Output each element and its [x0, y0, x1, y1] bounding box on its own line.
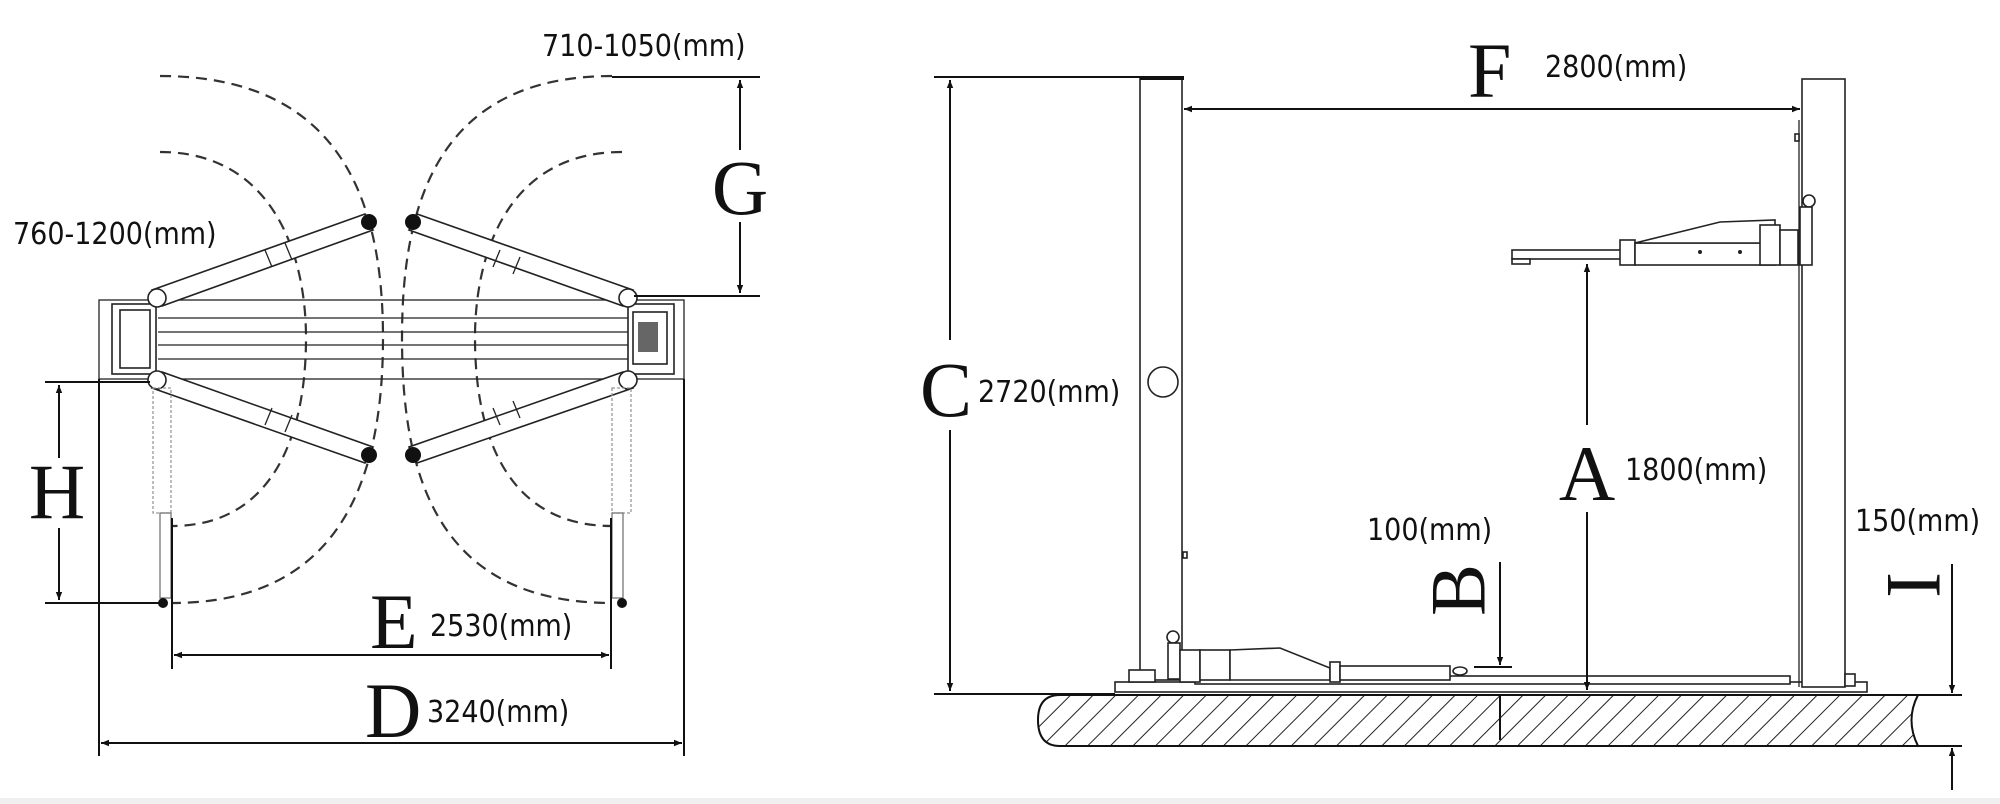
- lower-lift-arm: [1166, 630, 1468, 683]
- left-carriage: [119, 309, 151, 369]
- lift-arm-bottom-left: [147, 370, 377, 464]
- dimension-letter-I: I: [1870, 572, 1957, 598]
- lift-arm-bottom-right: [405, 370, 638, 464]
- dimension-letter-G: G: [712, 144, 768, 231]
- dimension-I-value: 150(mm): [1855, 504, 1980, 539]
- side-view: C 2720(mm) F 2800(mm) A 1800(mm) B 100(m…: [920, 27, 1980, 790]
- arm-swing-arc-inner-left: [159, 150, 308, 528]
- column-hole: [1147, 366, 1179, 398]
- arm-swing-arc-outer-left: [159, 74, 385, 605]
- dimension-letter-B: B: [1415, 564, 1502, 616]
- extended-arm-left: [152, 387, 172, 608]
- upper-lift-arm: [1511, 194, 1816, 266]
- dimension-B-value: 100(mm): [1367, 513, 1492, 548]
- dimension-I: I 150(mm): [1855, 504, 1980, 790]
- dimension-A: A 1800(mm): [1559, 264, 1767, 690]
- right-column: [1794, 78, 1856, 688]
- lift-arm-top-left: [147, 213, 377, 308]
- dimension-letter-H: H: [29, 448, 85, 535]
- cross-beams: [158, 317, 628, 360]
- dimension-E-value: 2530(mm): [430, 609, 572, 644]
- dimension-F: F 2800(mm): [1184, 27, 1800, 114]
- left-column: [1128, 76, 1188, 683]
- arm-swing-arc-outer-right: [400, 74, 613, 605]
- dimension-letter-E: E: [370, 578, 418, 665]
- dimension-letter-F: F: [1468, 27, 1511, 114]
- base-frame: [98, 299, 685, 380]
- arm-reach-short-label: 760-1200(mm): [13, 217, 217, 252]
- arm-reach-long-label: 710-1050(mm): [542, 29, 746, 64]
- dimension-H: H: [29, 381, 160, 604]
- dimension-D-value: 3240(mm): [427, 695, 569, 730]
- dimension-C-value: 2720(mm): [978, 375, 1120, 410]
- dimension-D: D 3240(mm): [98, 379, 685, 756]
- dimension-letter-C: C: [920, 346, 972, 433]
- bottom-border: [0, 798, 2000, 804]
- arm-swing-arc-inner-right: [473, 150, 623, 528]
- dimension-E: E 2530(mm): [171, 518, 612, 669]
- power-unit-detail: [638, 322, 658, 352]
- dimension-letter-A: A: [1559, 430, 1615, 517]
- top-view: G 710-1050(mm) 760-1200(mm) H E 2530(mm)…: [13, 29, 768, 756]
- extended-arm-right: [611, 387, 632, 608]
- dimension-A-value: 1800(mm): [1625, 453, 1767, 488]
- lift-arm-top-right: [405, 213, 638, 308]
- dimension-F-value: 2800(mm): [1545, 50, 1687, 85]
- dimension-C: C 2720(mm): [920, 76, 1140, 695]
- dimension-letter-D: D: [365, 667, 421, 754]
- dimension-G: G: [612, 76, 768, 297]
- dimension-B: B 100(mm): [1367, 513, 1512, 740]
- ground-hatched: [1036, 694, 1920, 747]
